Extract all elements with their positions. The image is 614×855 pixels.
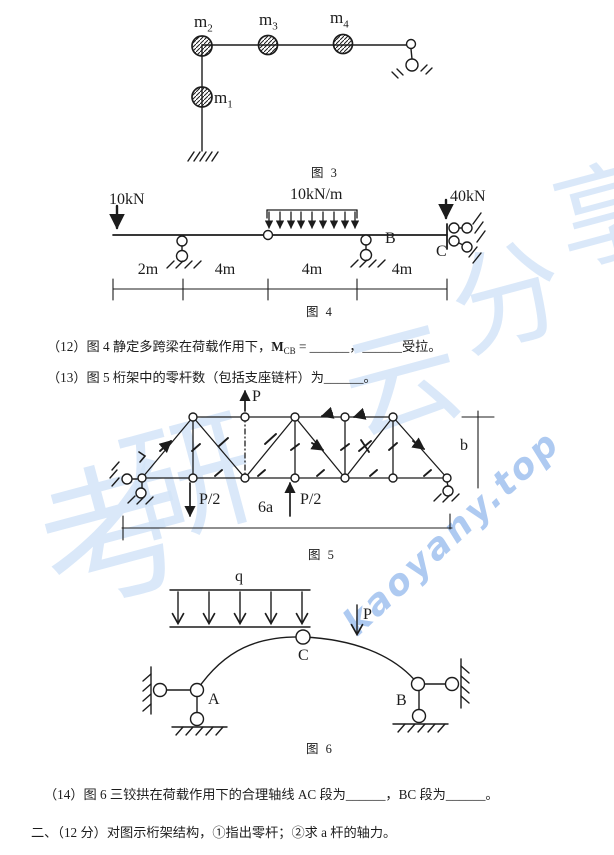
- question-13: （13）图 5 桁架中的零杆数（包括支座链杆）为______。: [47, 370, 377, 386]
- figure5-caption: 图 5: [308, 548, 336, 562]
- truss-left-support: [109, 451, 154, 505]
- arch-load-P-label: P: [363, 606, 372, 623]
- distributed-load: [264, 209, 360, 229]
- dimension-line: [112, 278, 448, 301]
- height-dimension-b: [461, 410, 495, 489]
- support-B: [392, 658, 470, 733]
- arch-segment-CB: [302, 636, 419, 685]
- question-12: （12）图 4 静定多跨梁在荷载作用下，MCB = ______，______受…: [47, 339, 442, 357]
- span-dimension-6a: [121, 513, 453, 541]
- crown-hinge-C: [295, 629, 311, 645]
- figure5-truss-diagram: [109, 389, 495, 541]
- truss-right-support: [433, 481, 460, 503]
- roller-support-B: [350, 234, 386, 268]
- pen-marks: [158, 406, 432, 477]
- height-dim-label: b: [460, 437, 468, 454]
- truss-load-P2-up-label: P/2: [300, 491, 322, 508]
- dim-label: 4m: [391, 261, 413, 278]
- mass-label-m3: m3: [259, 10, 278, 33]
- moment-symbol: M: [271, 339, 284, 355]
- span-dim-label: 6a: [258, 499, 274, 516]
- mass-label-m1: m1: [214, 88, 233, 111]
- beam-hinge: [262, 229, 274, 241]
- right-pin-support: [391, 38, 433, 79]
- truss-joints: [137, 412, 452, 483]
- question-14: （14）图 6 三铰拱在荷载作用下的合理轴线 AC 段为______，BC 段为…: [44, 787, 499, 803]
- truss-load-P2-down-label: P/2: [199, 491, 221, 508]
- arch-load-q-label: q: [235, 568, 243, 585]
- left-load-label: 10kN: [109, 191, 145, 208]
- crown-C-label: C: [298, 647, 309, 664]
- support-B-label: B: [396, 692, 407, 709]
- figure3-mass-frame-diagram: [187, 33, 433, 162]
- figure3-caption: 图 3: [311, 166, 339, 180]
- figure4-multispan-beam-diagram: [109, 198, 486, 301]
- mass-node-m2: [191, 35, 213, 57]
- figure6-caption: 图 6: [306, 742, 334, 756]
- distributed-load-label: 10kN/m: [290, 186, 343, 203]
- mass-node-m1: [191, 86, 213, 108]
- support-A-label: A: [208, 691, 220, 708]
- right-load-label: 40kN: [450, 188, 486, 205]
- distributed-load-q: [169, 589, 311, 628]
- roller-support-left: [166, 235, 202, 269]
- mass-label-m2: m2: [194, 12, 213, 35]
- fixed-base-support: [187, 151, 219, 162]
- mass-node-m3: [257, 34, 279, 56]
- support-C-label: C: [436, 243, 447, 260]
- figure4-caption: 图 4: [306, 305, 334, 319]
- support-A: [142, 666, 228, 736]
- question-2-heading: 二、（12 分）对图示桁架结构，①指出零杆；②求 a 杆的轴力。: [31, 825, 397, 841]
- link-support-C: [446, 212, 486, 264]
- support-B-label: B: [385, 230, 396, 247]
- dim-label: 4m: [301, 261, 323, 278]
- arch-segment-AC: [196, 636, 304, 691]
- mass-node-m4: [332, 33, 354, 55]
- truss-load-P-label: P: [252, 388, 261, 405]
- dim-label: 4m: [214, 261, 236, 278]
- dim-label: 2m: [137, 261, 159, 278]
- mass-label-m4: m4: [330, 8, 349, 31]
- figure6-three-hinged-arch-diagram: [142, 589, 470, 736]
